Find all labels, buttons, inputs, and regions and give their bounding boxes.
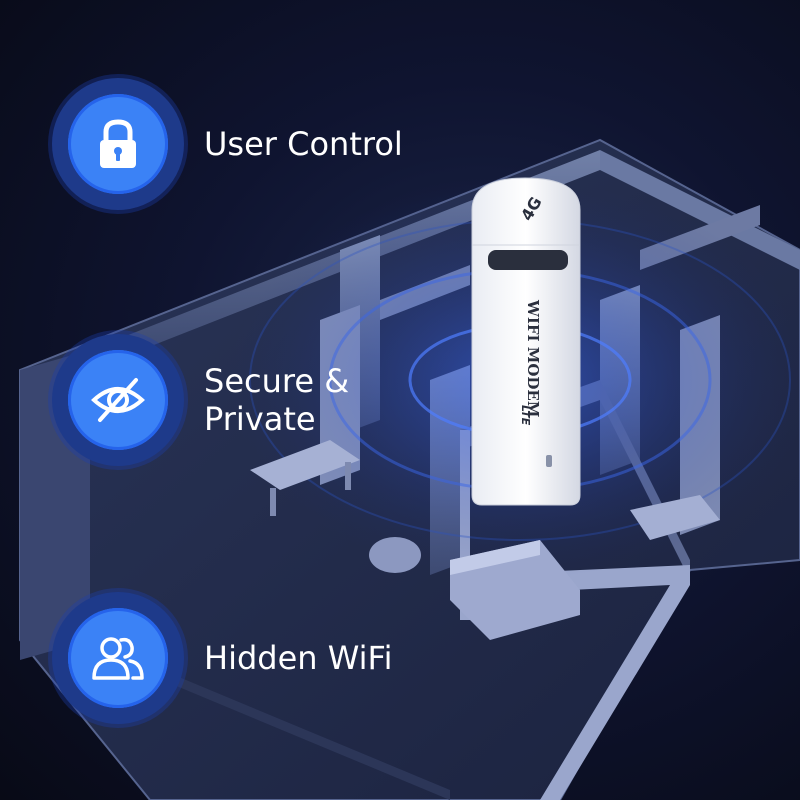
wifi-modem-device: 4G WIFI MODEM LTE (471, 177, 581, 506)
bed (630, 495, 720, 540)
chair (369, 537, 421, 573)
feature-badge (52, 78, 184, 210)
feature-label-line2: Private (204, 400, 316, 438)
table-leg (345, 462, 351, 490)
feature-user-control: User Control (52, 78, 403, 210)
lock-icon (68, 94, 168, 194)
modem-model-text: WIFI MODEM (524, 299, 542, 417)
table (250, 440, 360, 490)
feature-label-text: Hidden WiFi (204, 639, 393, 677)
eye-slash-icon (68, 350, 168, 450)
feature-label-line1: Secure & (204, 362, 350, 400)
feature-hidden-wifi: Hidden WiFi (52, 592, 393, 724)
feature-secure-private: Secure & Private (52, 334, 349, 466)
modem-lte-text: LTE (519, 405, 532, 426)
feature-label-text: User Control (204, 125, 403, 163)
sofa-back (450, 540, 540, 575)
modem-indicator-strip (488, 250, 568, 270)
modem-led (546, 455, 552, 467)
feature-label: Hidden WiFi (204, 639, 393, 677)
feature-badge (52, 334, 184, 466)
table-leg (270, 488, 276, 516)
feature-badge (52, 592, 184, 724)
users-icon (68, 608, 168, 708)
outer-wall-right (600, 150, 800, 270)
feature-label: User Control (204, 125, 403, 163)
feature-label: Secure & Private (204, 362, 349, 438)
